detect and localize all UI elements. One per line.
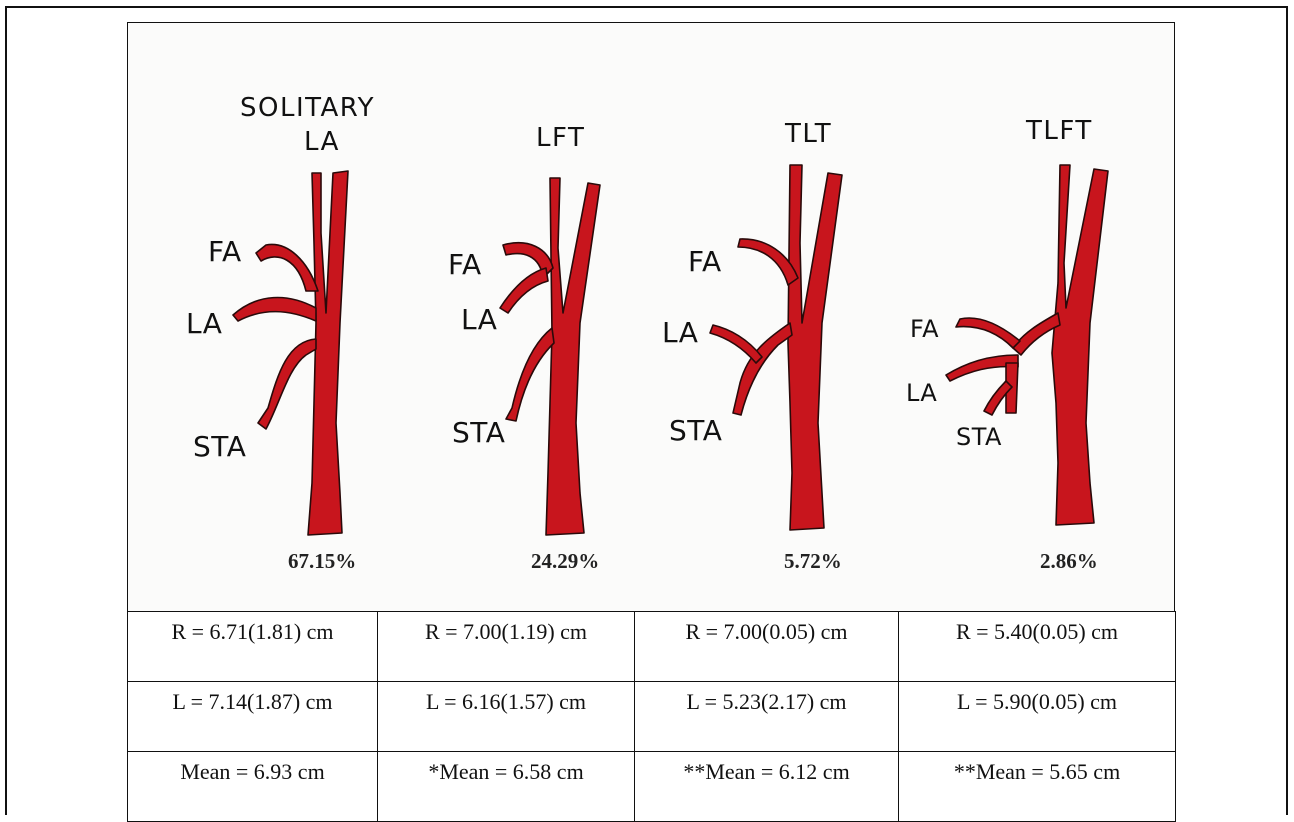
cell-left-tlt: L = 5.23(2.17) cm xyxy=(635,682,899,752)
cell-right-solitary-la: R = 6.71(1.81) cm xyxy=(128,612,378,682)
label-fa-solitary-la: FA xyxy=(208,238,242,266)
diagram-tlft xyxy=(946,165,1108,525)
table-row-left: L = 7.14(1.87) cm L = 6.16(1.57) cm L = … xyxy=(128,682,1176,752)
facial-artery-branch xyxy=(956,318,1020,348)
label-la-solitary-la: LA xyxy=(186,310,222,338)
cell-mean-solitary-la: Mean = 6.93 cm xyxy=(128,752,378,822)
lingual-artery-branch xyxy=(500,268,548,313)
ica-eca-trunk xyxy=(788,165,842,530)
label-la-tlft: LA xyxy=(906,381,937,405)
cell-right-lft: R = 7.00(1.19) cm xyxy=(378,612,635,682)
sta-branch xyxy=(258,339,316,429)
label-sta-tlt: STA xyxy=(669,417,722,445)
percentage-tlft: 2.86% xyxy=(1040,549,1098,574)
label-fa-lft: FA xyxy=(448,251,482,279)
sta-branch xyxy=(506,328,554,421)
table-row-mean: Mean = 6.93 cm *Mean = 6.58 cm **Mean = … xyxy=(128,752,1176,822)
label-sta-lft: STA xyxy=(452,419,505,447)
diagram-solitary-la xyxy=(233,171,348,535)
cell-right-tlft: R = 5.40(0.05) cm xyxy=(899,612,1176,682)
cell-mean-tlt: **Mean = 6.12 cm xyxy=(635,752,899,822)
lingual-artery-branch xyxy=(233,298,316,321)
cell-mean-tlft: **Mean = 5.65 cm xyxy=(899,752,1176,822)
label-la-lft: LA xyxy=(461,306,497,334)
percentage-solitary-la: 67.15% xyxy=(288,549,356,574)
title-solitary-la-line1: SOLITARY xyxy=(240,95,375,121)
cell-left-lft: L = 6.16(1.57) cm xyxy=(378,682,635,752)
ica-eca-trunk xyxy=(308,171,348,535)
label-la-tlt: LA xyxy=(662,319,698,347)
title-lft: LFT xyxy=(536,125,585,151)
facial-artery-branch xyxy=(256,244,318,291)
label-sta-solitary-la: STA xyxy=(193,433,246,461)
lingual-artery-branch xyxy=(710,325,762,363)
label-fa-tlft: FA xyxy=(910,317,939,341)
title-solitary-la-line2: LA xyxy=(304,129,340,155)
label-fa-tlt: FA xyxy=(688,248,722,276)
length-stats-table: R = 6.71(1.81) cm R = 7.00(1.19) cm R = … xyxy=(127,611,1176,822)
ica-eca-trunk xyxy=(546,178,600,535)
diagram-lft xyxy=(500,178,600,535)
cell-right-tlt: R = 7.00(0.05) cm xyxy=(635,612,899,682)
percentage-tlt: 5.72% xyxy=(784,549,842,574)
title-tlt: TLT xyxy=(785,121,832,147)
ica-eca-trunk xyxy=(1052,165,1108,525)
label-sta-tlft: STA xyxy=(956,425,1002,449)
table-row-right: R = 6.71(1.81) cm R = 7.00(1.19) cm R = … xyxy=(128,612,1176,682)
percentage-lft: 24.29% xyxy=(531,549,599,574)
cell-left-solitary-la: L = 7.14(1.87) cm xyxy=(128,682,378,752)
figure-panel: .vessel { fill: #c8151d; stroke: #2a0a0a… xyxy=(127,22,1175,800)
cell-left-tlft: L = 5.90(0.05) cm xyxy=(899,682,1176,752)
cell-mean-lft: *Mean = 6.58 cm xyxy=(378,752,635,822)
diagram-tlt xyxy=(710,165,842,530)
title-tlft: TLFT xyxy=(1026,118,1093,144)
